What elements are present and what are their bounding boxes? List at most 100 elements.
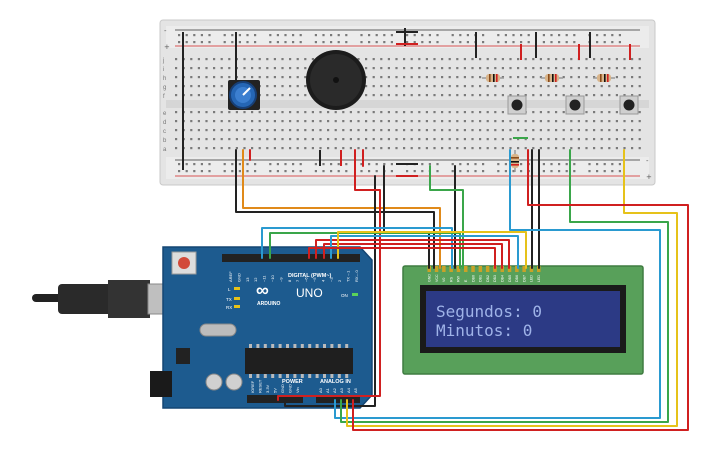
breadboard-jumpers xyxy=(182,28,631,177)
breadboard-hole xyxy=(403,147,406,150)
resistors xyxy=(482,74,615,172)
breadboard-hole xyxy=(235,111,238,114)
rail-hole xyxy=(299,163,302,166)
breadboard-hole xyxy=(486,129,489,132)
wire-pot-orange xyxy=(242,149,441,269)
lcd-pin xyxy=(500,266,504,272)
breadboard-hole xyxy=(509,147,512,150)
breadboard-hole xyxy=(251,120,254,123)
breadboard-hole xyxy=(418,94,421,97)
wire-a1-button xyxy=(340,149,669,423)
analog-header xyxy=(316,395,360,403)
breadboard-hole xyxy=(577,120,580,123)
breadboard-hole xyxy=(175,120,178,123)
breadboard-hole xyxy=(638,94,641,97)
breadboard-hole xyxy=(175,67,178,70)
breadboard-hole xyxy=(425,138,428,141)
breadboard-hole xyxy=(349,138,352,141)
breadboard-hole xyxy=(235,147,238,150)
breadboard-hole xyxy=(441,111,444,114)
rail-hole xyxy=(238,170,241,173)
breadboard-hole xyxy=(281,58,284,61)
breadboard-hole xyxy=(365,76,368,79)
chip-pin xyxy=(263,374,267,378)
digital-header xyxy=(222,254,360,262)
breadboard-hole xyxy=(448,147,451,150)
breadboard-hole xyxy=(213,85,216,88)
rail-hole xyxy=(238,34,241,37)
breadboard-hole xyxy=(319,111,322,114)
breadboard-hole xyxy=(380,120,383,123)
rail-hole xyxy=(474,163,477,166)
crystal xyxy=(199,323,237,337)
rail-hole xyxy=(223,34,226,37)
breadboard-hole xyxy=(190,120,193,123)
lcd-pin-label: DB4 xyxy=(501,275,505,282)
breadboard-hole xyxy=(425,94,428,97)
rail-hole xyxy=(406,41,409,44)
breadboard-hole xyxy=(197,76,200,79)
analog-pin-label: A1 xyxy=(325,387,330,393)
breadboard-hole xyxy=(638,138,641,141)
digital-pin-label: ~5 xyxy=(312,277,317,282)
breadboard-hole xyxy=(243,111,246,114)
rail-hole xyxy=(611,170,614,173)
rail-hole xyxy=(178,163,181,166)
rail-hole xyxy=(284,163,287,166)
breadboard-hole xyxy=(479,67,482,70)
breadboard-hole xyxy=(463,76,466,79)
breadboard-hole xyxy=(387,138,390,141)
breadboard-hole xyxy=(456,85,459,88)
breadboard-hole xyxy=(577,129,580,132)
resistor-2 xyxy=(541,74,563,82)
rail-hole xyxy=(428,41,431,44)
breadboard-hole xyxy=(562,120,565,123)
rail-hole xyxy=(254,41,257,44)
breadboard-hole xyxy=(593,58,596,61)
analog-in-label: ANALOG IN xyxy=(320,379,351,385)
breadboard-hole xyxy=(562,147,565,150)
breadboard-hole xyxy=(593,76,596,79)
rail-hole xyxy=(497,170,500,173)
breadboard-hole xyxy=(205,120,208,123)
push-button-2[interactable] xyxy=(565,95,585,115)
rail-hole xyxy=(276,41,279,44)
buzzer xyxy=(306,50,366,110)
breadboard-hole xyxy=(608,94,611,97)
rail-hole xyxy=(375,163,378,166)
digital-pin-label: ~6 xyxy=(304,277,309,282)
breadboard-hole xyxy=(433,76,436,79)
breadboard-hole xyxy=(258,147,261,150)
breadboard-hole xyxy=(555,58,558,61)
breadboard-hole xyxy=(372,58,375,61)
rail-hole xyxy=(603,41,606,44)
breadboard-hole xyxy=(448,85,451,88)
breadboard-hole xyxy=(372,94,375,97)
reset-button[interactable] xyxy=(178,257,190,269)
rail-hole xyxy=(269,41,272,44)
rail-hole xyxy=(345,163,348,166)
breadboard-hole xyxy=(190,58,193,61)
breadboard-hole xyxy=(235,138,238,141)
rail-hole xyxy=(178,41,181,44)
breadboard-hole xyxy=(296,58,299,61)
breadboard-hole xyxy=(539,58,542,61)
resistor-3 xyxy=(593,74,615,82)
breadboard-hole xyxy=(600,67,603,70)
row-letter-a: a xyxy=(163,147,167,153)
rail-hole xyxy=(368,41,371,44)
breadboard-hole xyxy=(547,94,550,97)
breadboard-hole xyxy=(380,138,383,141)
breadboard-hole xyxy=(570,120,573,123)
breadboard-hole xyxy=(593,120,596,123)
breadboard-hole xyxy=(593,111,596,114)
rail-hole xyxy=(322,163,325,166)
rail-hole xyxy=(413,170,416,173)
breadboard-hole xyxy=(258,120,261,123)
digital-pin-label: 7 xyxy=(295,279,300,282)
breadboard-hole xyxy=(509,85,512,88)
breadboard-hole xyxy=(593,147,596,150)
push-button-3[interactable] xyxy=(619,95,639,115)
breadboard-hole xyxy=(441,94,444,97)
push-button-1[interactable] xyxy=(507,95,527,115)
